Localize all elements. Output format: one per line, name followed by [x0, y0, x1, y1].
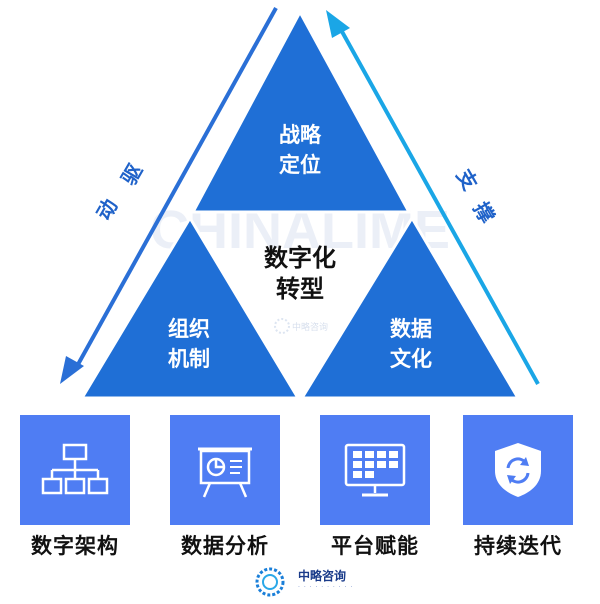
- right-arrow-label-2: 撑: [469, 198, 500, 227]
- right-triangle: [299, 215, 521, 400]
- box-data-analysis: [170, 415, 280, 525]
- brand-name: 中略咨询: [298, 569, 347, 583]
- right-triangle-line-1: 数据: [390, 317, 432, 341]
- right-arrow-label-1: 支: [452, 165, 483, 195]
- box-label-data-analysis: 数据分析: [181, 534, 269, 558]
- center-triangle-line-1: 数字化: [264, 244, 336, 272]
- brand-logo: [250, 565, 370, 599]
- right-triangle-line-2: 文化: [390, 347, 432, 371]
- center-triangle-line-2: 转型: [276, 275, 324, 303]
- left-arrow-line: [74, 7, 278, 369]
- left-arrow-label-1: 驱: [117, 160, 148, 189]
- right-arrowhead-icon: [326, 10, 350, 38]
- box-continuous-iteration: [463, 415, 573, 525]
- monitor-grid-icon: [344, 443, 406, 497]
- top-triangle: [190, 8, 412, 214]
- presentation-board-icon: [198, 447, 252, 498]
- left-triangle: [79, 215, 301, 400]
- left-arrow-label-2: 动: [92, 195, 123, 224]
- box-digital-architecture: [20, 415, 130, 525]
- org-chart-icon: [41, 443, 109, 495]
- left-triangle-line-1: 组织: [168, 317, 210, 341]
- center-logo-text: 中略咨询: [292, 321, 328, 333]
- left-arrowhead-icon: [60, 356, 84, 384]
- top-triangle-line-2: 定位: [279, 153, 321, 177]
- top-triangle-line-1: 战略: [279, 123, 322, 147]
- left-triangle-line-2: 机制: [168, 347, 210, 371]
- brand-logo-icon: [255, 567, 285, 597]
- shield-refresh-icon: [495, 443, 541, 497]
- right-arrow-line: [338, 27, 540, 385]
- box-label-continuous-iteration: 持续迭代: [474, 534, 562, 558]
- box-platform-empowerment: [320, 415, 430, 525]
- center-logo-icon: 中略咨询: [274, 318, 328, 334]
- box-label-platform-empowerment: 平台赋能: [331, 534, 419, 558]
- brand-sub-decoration: · · · · · · · · · ·: [298, 584, 354, 591]
- box-label-digital-architecture: 数字架构: [31, 534, 119, 558]
